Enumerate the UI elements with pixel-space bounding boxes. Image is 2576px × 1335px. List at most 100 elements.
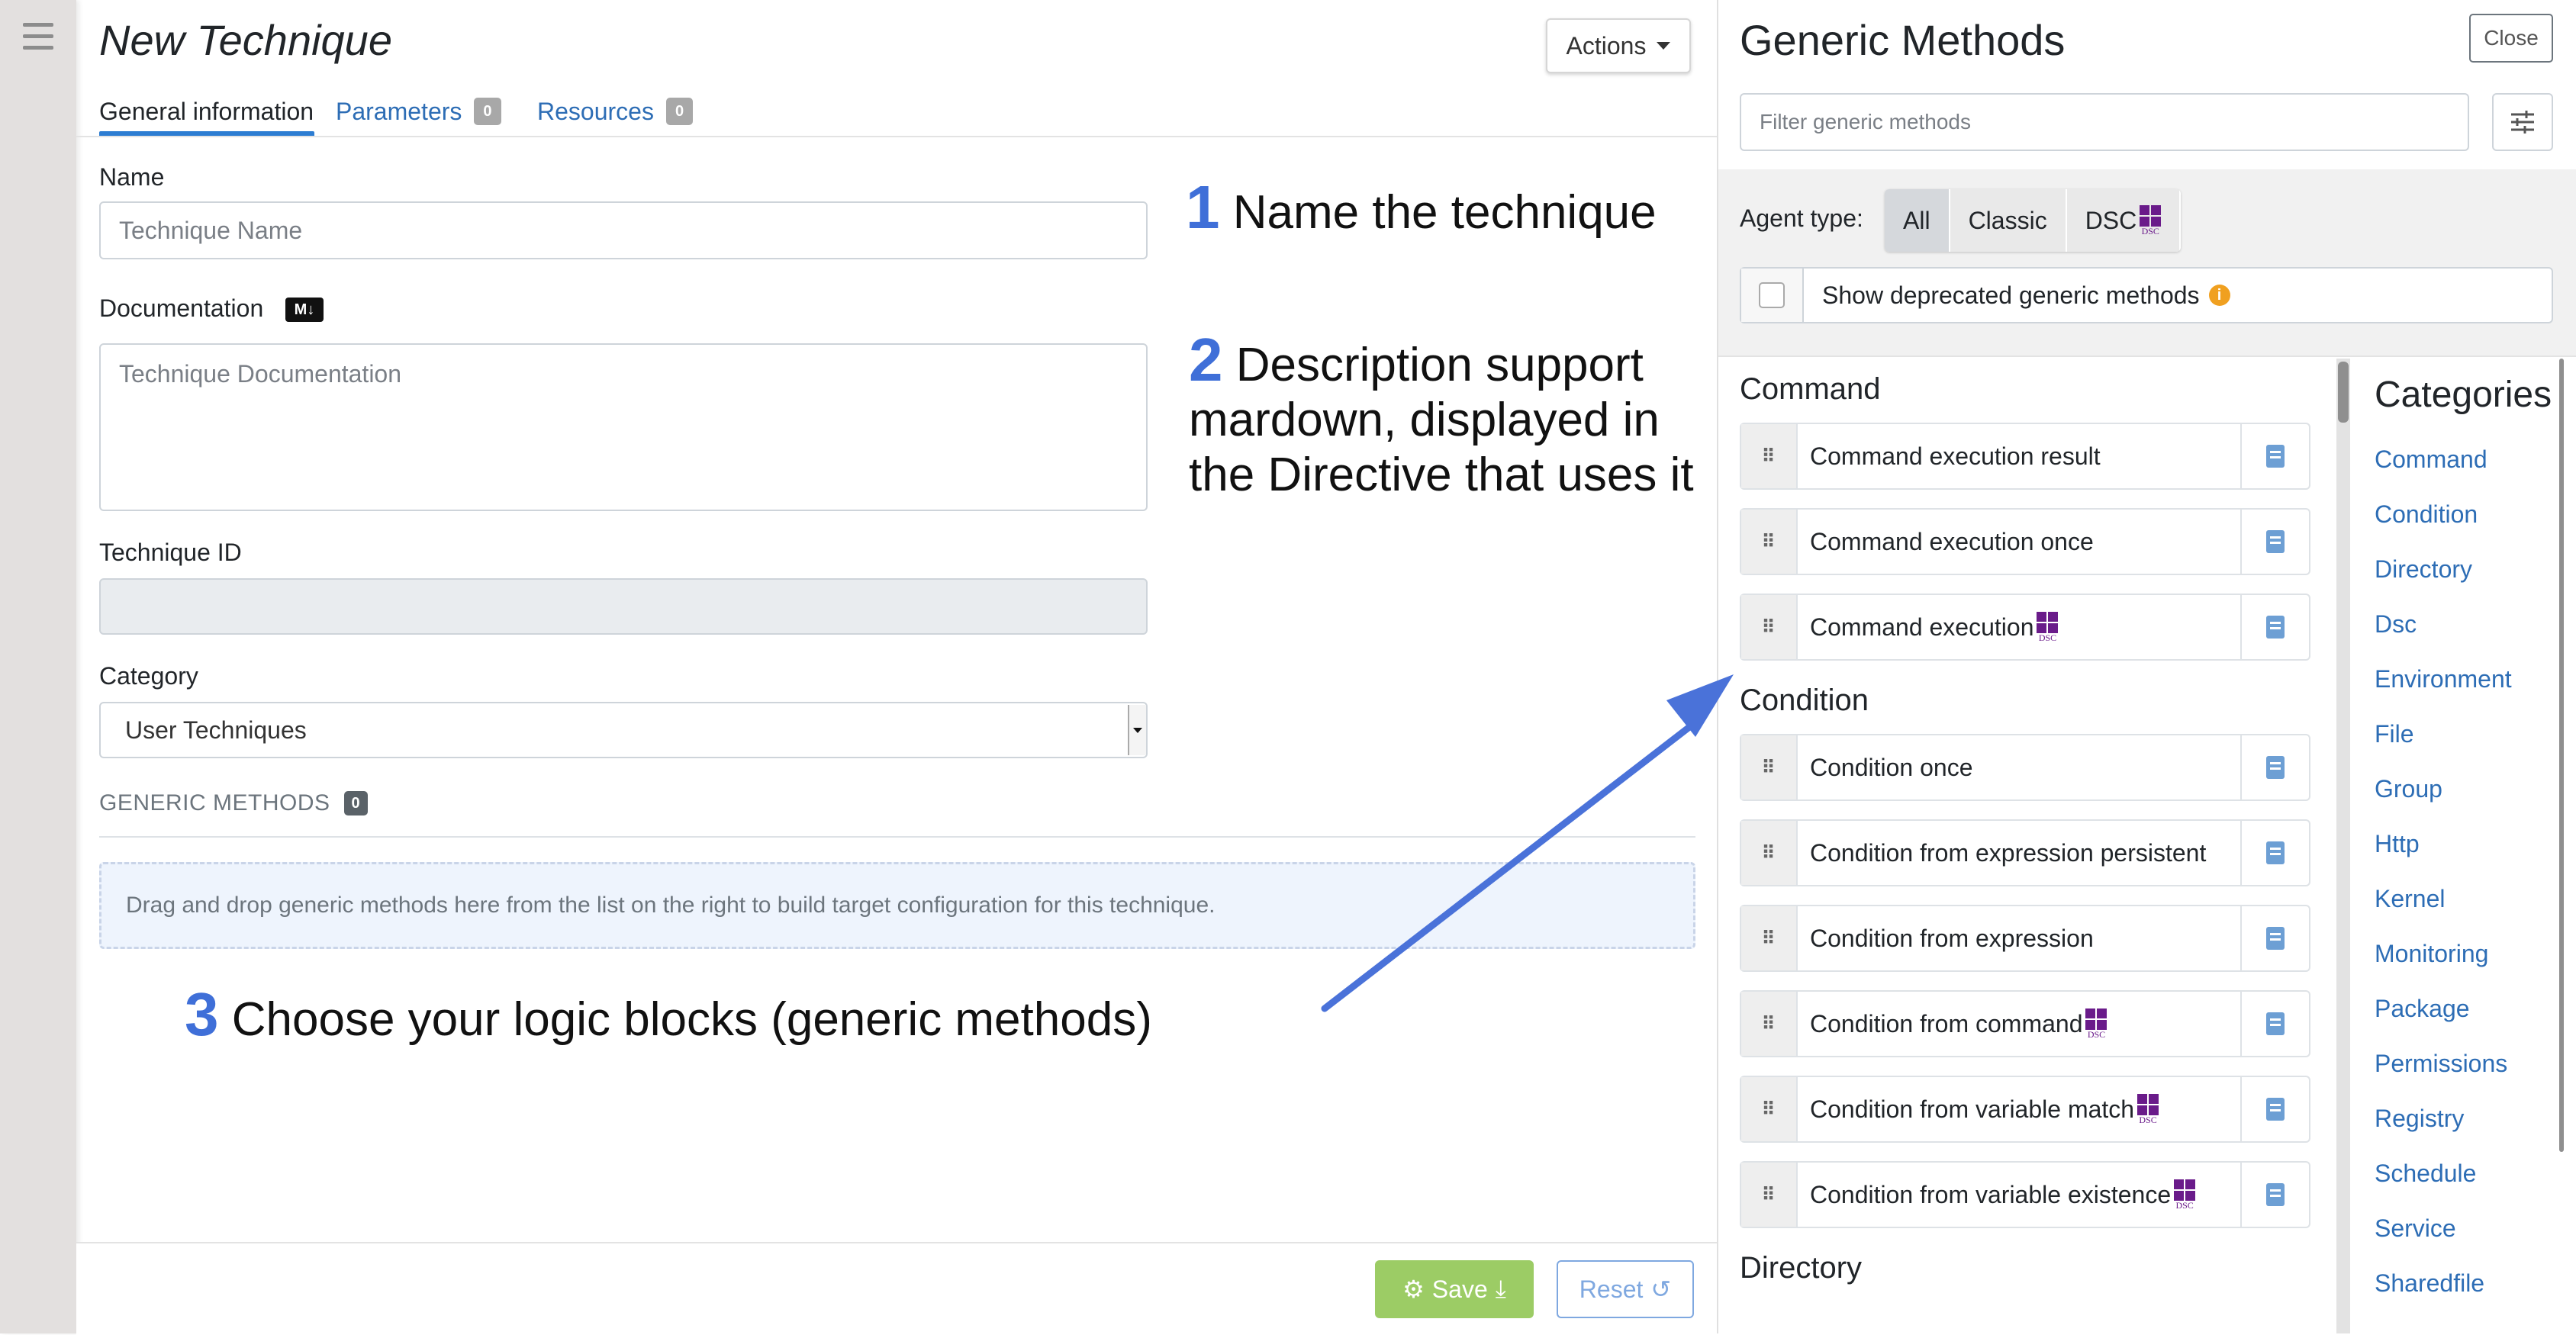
select-arrow-icon[interactable] <box>1128 705 1146 755</box>
generic-methods-heading: GENERIC METHODS 0 <box>99 790 369 816</box>
agent-option-classic[interactable]: Classic <box>1950 189 2067 252</box>
actions-dropdown-button[interactable]: Actions <box>1546 18 1691 73</box>
method-doc-button[interactable] <box>2240 595 2309 659</box>
show-deprecated-label: Show deprecated generic methods <box>1822 281 2200 309</box>
method-doc-button[interactable] <box>2240 510 2309 574</box>
methods-scrollbar-thumb[interactable] <box>2338 362 2349 423</box>
method-section-heading: Condition <box>1740 684 1869 717</box>
drag-handle-icon[interactable]: ⠿ <box>1741 1077 1798 1141</box>
category-select[interactable]: User Techniques <box>99 702 1148 758</box>
filter-generic-methods-input[interactable]: Filter generic methods <box>1740 93 2469 151</box>
method-item[interactable]: ⠿ Command execution result <box>1740 423 2310 490</box>
category-link[interactable]: Group <box>2375 775 2442 803</box>
drag-handle-icon[interactable]: ⠿ <box>1741 735 1798 799</box>
method-item[interactable]: ⠿Command execution once <box>1740 508 2310 575</box>
reset-button[interactable]: Reset ↺ <box>1557 1260 1694 1318</box>
agent-type-toggle-group: All Classic DSC DSC <box>1885 189 2182 252</box>
category-link[interactable]: Monitoring <box>2375 940 2489 967</box>
documentation-label: Documentation <box>99 294 264 322</box>
method-item[interactable]: ⠿ Condition from expression <box>1740 905 2310 972</box>
category-link[interactable]: Package <box>2375 995 2470 1022</box>
categories-scrollbar[interactable] <box>2559 359 2564 1152</box>
windows-dsc-icon: DSC <box>2037 612 2059 642</box>
actions-label: Actions <box>1566 31 1647 60</box>
agent-option-dsc[interactable]: DSC DSC <box>2066 189 2182 252</box>
tab-label: Resources <box>537 97 654 125</box>
category-link[interactable]: Command <box>2375 446 2487 473</box>
method-name: Condition from expression persistent <box>1810 838 2207 867</box>
book-icon <box>2266 1183 2285 1206</box>
drag-handle-icon[interactable]: ⠿ <box>1741 424 1798 488</box>
panel-title: Generic Methods <box>1740 16 2066 64</box>
method-section-heading: Command <box>1740 372 1881 406</box>
technique-documentation-textarea[interactable]: Technique Documentation <box>99 343 1148 511</box>
category-link[interactable]: Condition <box>2375 500 2478 528</box>
save-button[interactable]: ⚙ Save ⤓ <box>1375 1260 1534 1318</box>
book-icon <box>2266 841 2285 864</box>
method-doc-button[interactable] <box>2240 992 2309 1056</box>
category-link[interactable]: Http <box>2375 830 2420 857</box>
method-doc-button[interactable] <box>2240 424 2309 488</box>
category-link[interactable]: Schedule <box>2375 1160 2477 1187</box>
markdown-icon: M↓ <box>285 298 324 322</box>
method-item[interactable]: ⠿Condition once <box>1740 734 2310 801</box>
technique-id-label: Technique ID <box>99 539 242 566</box>
method-name: Condition from variable match <box>1810 1095 2135 1123</box>
annotation-2: 2 Description support mardown, displayed… <box>1189 330 1708 503</box>
category-link[interactable]: Environment <box>2375 665 2512 693</box>
category-link[interactable]: File <box>2375 720 2414 748</box>
category-link[interactable]: Dsc <box>2375 610 2417 638</box>
annotation-text: Choose your logic blocks (generic method… <box>231 993 1152 1046</box>
info-icon[interactable]: i <box>2208 285 2230 306</box>
category-link[interactable]: Directory <box>2375 555 2473 583</box>
drag-handle-icon[interactable]: ⠿ <box>1741 992 1798 1056</box>
technique-name-input[interactable]: Technique Name <box>99 201 1148 259</box>
drag-handle-icon[interactable]: ⠿ <box>1741 510 1798 574</box>
resources-count-badge: 0 <box>665 98 694 125</box>
category-link[interactable]: Service <box>2375 1214 2456 1242</box>
annotation-number: 2 <box>1189 326 1223 394</box>
method-name: Command execution result <box>1810 442 2101 470</box>
method-doc-button[interactable] <box>2240 821 2309 885</box>
method-doc-button[interactable] <box>2240 735 2309 799</box>
book-icon <box>2266 616 2285 639</box>
methods-scrollbar-track[interactable] <box>2336 359 2350 1333</box>
tab-label: Parameters <box>336 97 462 125</box>
method-doc-button[interactable] <box>2240 1077 2309 1141</box>
agent-option-all[interactable]: All <box>1885 189 1950 252</box>
tab-general-information[interactable]: General information <box>99 90 314 133</box>
category-link[interactable]: Registry <box>2375 1105 2465 1132</box>
method-doc-button[interactable] <box>2240 906 2309 970</box>
category-link[interactable]: Permissions <box>2375 1050 2508 1077</box>
windows-dsc-icon: DSC <box>2140 205 2162 236</box>
category-link[interactable]: Kernel <box>2375 885 2446 912</box>
drag-handle-icon[interactable]: ⠿ <box>1741 595 1798 659</box>
method-item[interactable]: ⠿ Condition from expression persistent <box>1740 819 2310 886</box>
method-name-cell: Command execution once <box>1798 528 2240 556</box>
category-link[interactable]: Sharedfile <box>2375 1269 2485 1297</box>
drag-handle-icon[interactable]: ⠿ <box>1741 821 1798 885</box>
hamburger-menu-icon[interactable] <box>23 23 53 50</box>
tab-resources[interactable]: Resources 0 <box>537 90 694 133</box>
tab-parameters[interactable]: Parameters 0 <box>336 90 501 133</box>
book-icon <box>2266 1098 2285 1121</box>
drag-handle-icon[interactable]: ⠿ <box>1741 906 1798 970</box>
section-divider <box>99 836 1695 838</box>
method-name: Condition from expression <box>1810 924 2094 952</box>
method-doc-button[interactable] <box>2240 1163 2309 1227</box>
caret-down-icon <box>1657 42 1671 50</box>
method-section-heading: Directory <box>1740 1251 1863 1285</box>
active-tab-indicator <box>99 131 314 137</box>
book-icon <box>2266 445 2285 468</box>
close-button[interactable]: Close <box>2469 14 2553 63</box>
filter-settings-button[interactable] <box>2492 93 2553 151</box>
book-icon <box>2266 756 2285 779</box>
drag-handle-icon[interactable]: ⠿ <box>1741 1163 1798 1227</box>
methods-dropzone[interactable]: Drag and drop generic methods here from … <box>99 862 1695 949</box>
show-deprecated-checkbox[interactable] <box>1759 282 1785 308</box>
